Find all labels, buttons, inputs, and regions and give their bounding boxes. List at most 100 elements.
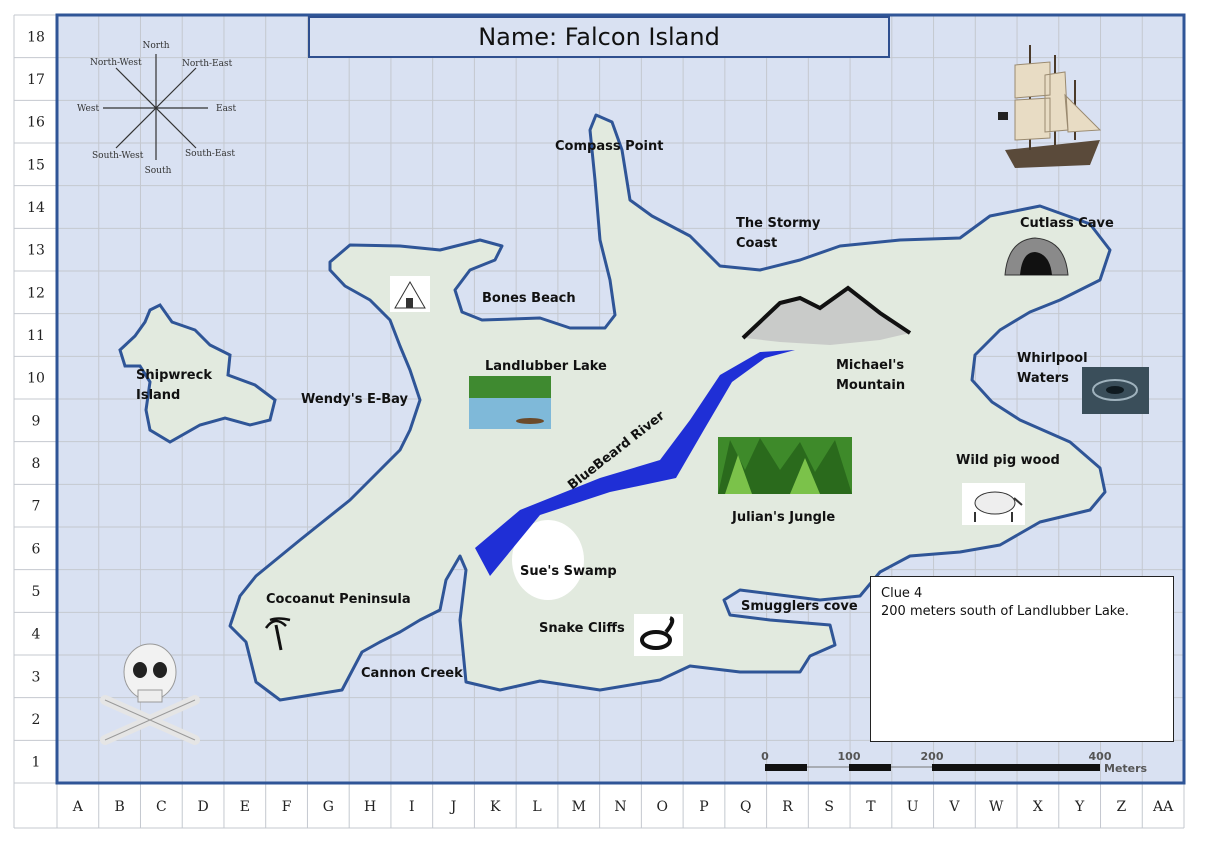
column-label: J: [449, 799, 457, 815]
column-label: B: [114, 799, 124, 815]
row-label: 2: [32, 712, 41, 728]
clue-box: Clue 4 200 meters south of Landlubber La…: [870, 576, 1174, 742]
column-label: V: [948, 799, 960, 815]
row-label: 12: [27, 285, 45, 301]
row-label: 3: [32, 669, 41, 685]
column-label: Z: [1117, 799, 1127, 815]
column-label: O: [656, 799, 667, 815]
row-label: 4: [32, 627, 41, 643]
column-label: E: [240, 799, 250, 815]
column-label: Q: [740, 799, 751, 815]
label-stormy-coast: The Stormy: [736, 216, 821, 231]
column-label: H: [364, 799, 376, 815]
lake-icon: [469, 376, 551, 429]
label-whirlpool-waters-2: Waters: [1017, 371, 1069, 386]
column-label: R: [782, 799, 793, 815]
column-label: C: [156, 799, 167, 815]
compass-west: West: [77, 104, 99, 114]
scale-tick-400: 400: [1089, 750, 1112, 763]
map-border: [55, 13, 1186, 785]
scale-bar: [765, 764, 1100, 771]
column-label: P: [699, 799, 708, 815]
jungle-icon: [718, 437, 852, 494]
label-wendys-ebay: Wendy's E-Bay: [301, 392, 409, 407]
palm-tree-icon: [264, 617, 291, 651]
scale-unit: Meters: [1104, 762, 1148, 775]
label-michaels-mountain: Michael's: [836, 358, 904, 373]
row-label: 10: [27, 371, 45, 387]
label-stormy-coast-2: Coast: [736, 236, 777, 251]
compass-south: South: [145, 166, 172, 176]
pirate-ship-icon: [998, 45, 1102, 168]
cave-icon: [1004, 237, 1069, 276]
column-label: N: [614, 799, 626, 815]
row-label: 17: [27, 72, 45, 88]
scale-tick-0: 0: [761, 750, 769, 763]
wild-boar-icon: [962, 483, 1025, 525]
compass-rose: [103, 54, 208, 160]
column-label: U: [907, 799, 919, 815]
scale-tick-200: 200: [921, 750, 944, 763]
label-shipwreck-island-2: Island: [136, 388, 180, 403]
label-michaels-mountain-2: Mountain: [836, 378, 905, 393]
label-landlubber-lake: Landlubber Lake: [485, 359, 607, 374]
column-label: M: [572, 799, 586, 815]
column-label: K: [490, 799, 501, 815]
label-smugglers-cove: Smugglers cove: [741, 599, 858, 614]
column-label: Y: [1074, 799, 1085, 815]
snake-icon: [634, 614, 683, 656]
label-bones-beach: Bones Beach: [482, 291, 576, 306]
label-sues-swamp: Sue's Swamp: [520, 564, 617, 579]
row-label: 15: [27, 157, 45, 173]
label-cutlass-cave: Cutlass Cave: [1020, 216, 1114, 231]
column-label: D: [197, 799, 208, 815]
row-label: 1: [32, 755, 41, 771]
row-label: 9: [32, 413, 41, 429]
row-label: 13: [27, 243, 45, 259]
row-label: 7: [32, 499, 41, 515]
column-label: F: [282, 799, 292, 815]
label-wild-pig-wood: Wild pig wood: [956, 453, 1060, 468]
compass-north-west: North-West: [90, 58, 142, 68]
label-cocoanut-peninsula: Cocoanut Peninsula: [266, 592, 411, 607]
row-label: 14: [27, 200, 45, 216]
column-label: I: [409, 799, 415, 815]
whirlpool-icon: [1082, 367, 1149, 414]
compass-north-east: North-East: [182, 59, 233, 69]
column-label: W: [989, 799, 1004, 815]
label-cannon-creek: Cannon Creek: [361, 666, 463, 681]
label-compass-point: Compass Point: [555, 139, 663, 154]
label-whirlpool-waters: Whirlpool: [1017, 351, 1088, 366]
row-label: 8: [32, 456, 41, 472]
column-label: G: [323, 799, 334, 815]
compass-south-east: South-East: [185, 149, 235, 159]
column-label: T: [866, 799, 876, 815]
row-label: 16: [27, 115, 45, 131]
column-label: X: [1033, 799, 1043, 815]
shipwreck-island: [118, 303, 277, 444]
tent-icon: [390, 276, 430, 312]
row-label: 11: [27, 328, 45, 344]
compass-north: North: [142, 41, 169, 51]
clue-text: 200 meters south of Landlubber Lake.: [881, 604, 1129, 619]
scale-tick-100: 100: [838, 750, 861, 763]
compass-south-west: South-West: [92, 151, 144, 161]
label-snake-cliffs: Snake Cliffs: [539, 621, 625, 636]
row-label: 6: [32, 541, 41, 557]
label-shipwreck-island: Shipwreck: [136, 368, 212, 383]
skull-crossbones-icon: [100, 643, 200, 745]
row-label: 18: [27, 29, 45, 45]
column-label: S: [824, 799, 834, 815]
label-julians-jungle: Julian's Jungle: [731, 510, 835, 525]
column-label: L: [532, 799, 541, 815]
column-label: A: [72, 799, 84, 815]
grid-axes: 18 17 16 15 14 13 12 11 10 9 8 7 6 5 4 3 2 1A B C D E F G H I J K L M…: [27, 29, 1174, 815]
falcon-island: [228, 113, 1112, 702]
map-title: Name: Falcon Island: [308, 16, 890, 58]
compass-east: East: [216, 104, 237, 114]
row-label: 5: [32, 584, 41, 600]
clue-heading: Clue 4: [881, 586, 923, 601]
column-label: AA: [1152, 799, 1174, 815]
bluebeard-river: [475, 350, 795, 576]
